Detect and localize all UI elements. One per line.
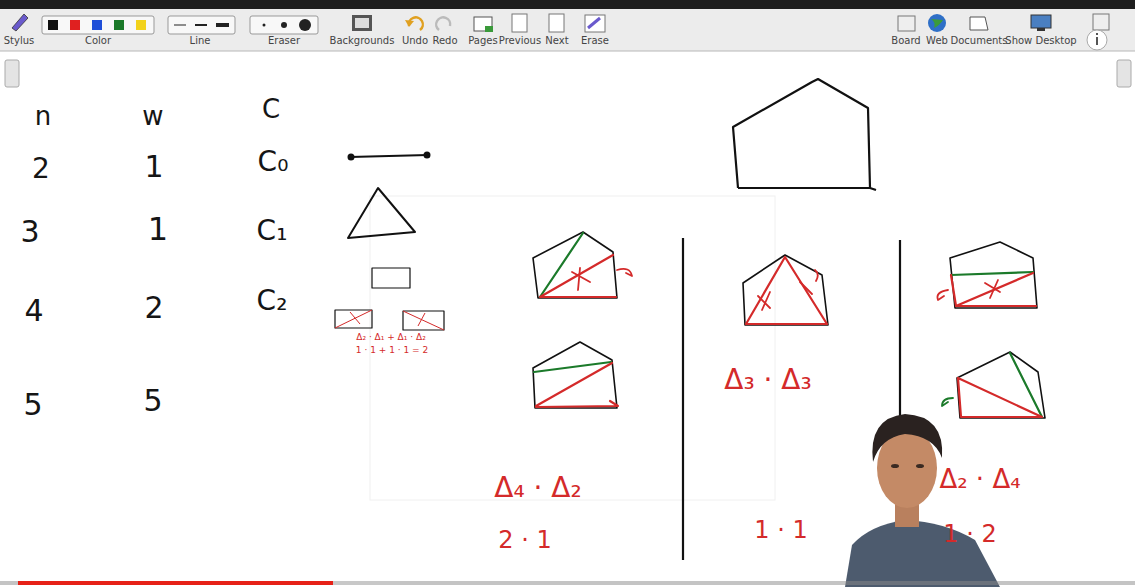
- handwritten-text: Δ₂ · Δ₁ + Δ₁ · Δ₂: [356, 333, 426, 342]
- toolbar-label: Color: [85, 36, 111, 46]
- handwritten-text: 1 · 1: [754, 518, 807, 542]
- handwritten-text: 4: [24, 296, 43, 326]
- toolbar-label: Backgrounds: [330, 36, 395, 46]
- toolbar-label: Undo: [402, 36, 428, 46]
- handwritten-text: 1 · 2: [943, 522, 996, 546]
- handwritten-text: C₁: [257, 217, 288, 245]
- handwritten-text: 2 · 1: [498, 528, 551, 552]
- toolbar-label: Pages: [468, 36, 497, 46]
- toolbar-label: Documents: [950, 36, 1007, 46]
- toolbar-label: Stylus: [4, 36, 35, 46]
- toolbar-label: Line: [190, 36, 211, 46]
- toolbar: [0, 9, 1135, 51]
- toolbar-label: Eraser: [268, 36, 300, 46]
- pentagon: [733, 79, 876, 190]
- handwritten-text: Δ₃ · Δ₃: [724, 366, 811, 394]
- toolbar-label: Show Desktop: [1005, 36, 1076, 46]
- toolbar-label: Previous: [499, 36, 541, 46]
- polygon-sketches: [335, 153, 444, 331]
- handwritten-text: 1: [144, 152, 163, 182]
- toolbar-label: Board: [891, 36, 920, 46]
- handwritten-text: Δ₄ · Δ₂: [494, 474, 581, 502]
- toolbar-label: Web: [926, 36, 948, 46]
- handwritten-text: n: [35, 103, 51, 129]
- handwritten-text: Δ₂ · Δ₄: [939, 466, 1020, 492]
- toolbar-label: Next: [545, 36, 568, 46]
- presenter-webcam: [845, 414, 1000, 587]
- handwritten-text: 3: [20, 217, 39, 247]
- handwritten-text: 5: [143, 386, 162, 416]
- handwritten-text: C: [262, 96, 280, 122]
- handwritten-text: C₀: [258, 148, 289, 176]
- handwritten-text: 1 · 1 + 1 · 1 = 2: [356, 346, 428, 355]
- handwritten-text: 5: [23, 390, 42, 420]
- handwritten-text: 2: [144, 293, 163, 323]
- side-button: [5, 60, 19, 87]
- triangulation-sketches: [533, 232, 1045, 418]
- progress-played: [18, 581, 333, 585]
- faint-panel: [370, 196, 775, 500]
- handwritten-text: C₂: [257, 287, 288, 315]
- toolbar-label: Redo: [432, 36, 457, 46]
- progress-buffer: [18, 581, 400, 585]
- red-marks: [335, 310, 444, 330]
- title-bar: [0, 0, 1135, 9]
- toolbar-label: Erase: [581, 36, 609, 46]
- handwritten-text: w: [142, 103, 163, 129]
- handwritten-text: 2: [32, 155, 50, 183]
- handwritten-text: 1: [148, 213, 168, 245]
- toolbar-icons: [12, 14, 1109, 50]
- side-button: [1117, 60, 1131, 87]
- divider: [682, 238, 684, 560]
- progress-track: [0, 581, 1135, 585]
